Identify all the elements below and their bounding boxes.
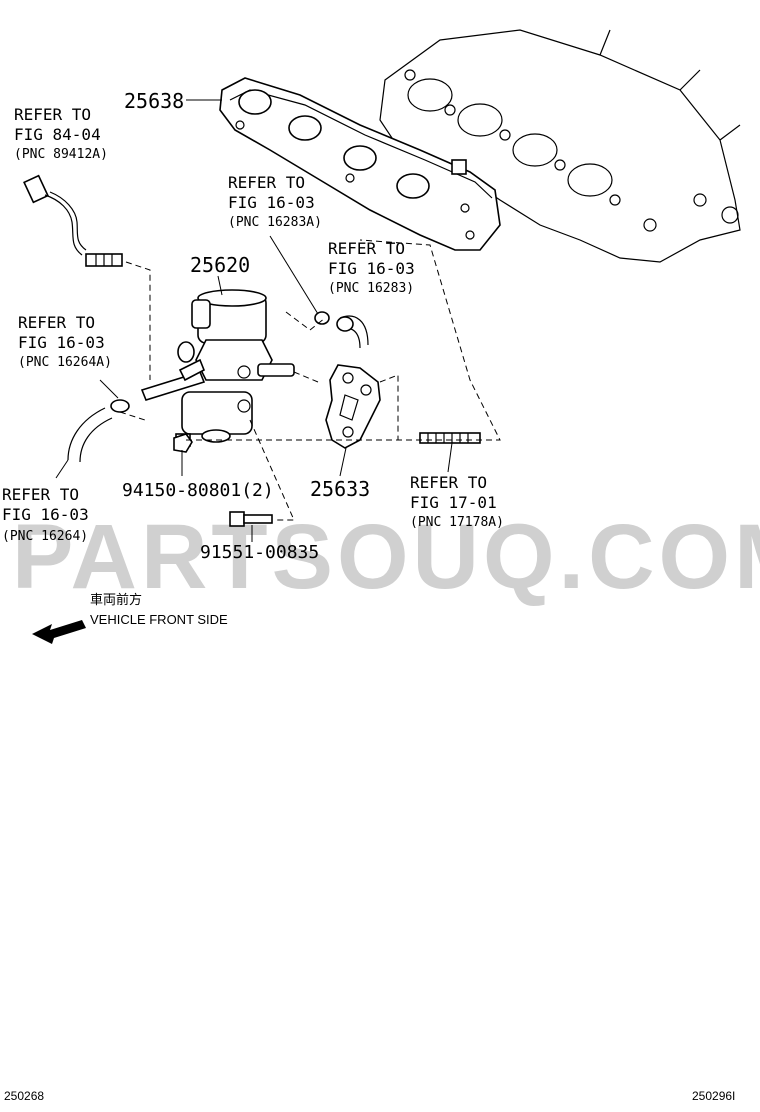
hose-right-drawing bbox=[314, 311, 369, 349]
egr-valve-25620 bbox=[175, 289, 295, 447]
ref-label-16283: REFER TO FIG 16-03 (PNC 16283) bbox=[328, 239, 415, 296]
nut-94150-drawing bbox=[173, 433, 193, 453]
part-label-25633: 25633 bbox=[310, 477, 370, 501]
bolt-91551-drawing bbox=[229, 511, 273, 527]
part-label-25638: 25638 bbox=[124, 89, 184, 113]
footer-code-right: 250296I bbox=[692, 1089, 735, 1103]
ref-pnc: (PNC 17178A) bbox=[410, 515, 504, 530]
part-label-94150: 94150-80801(2) bbox=[122, 480, 274, 501]
direction-jp-label: 車両前方 bbox=[90, 592, 142, 607]
ref-line1: REFER TO bbox=[328, 239, 405, 258]
gasket-25633 bbox=[325, 364, 381, 449]
leader-lines bbox=[55, 99, 453, 542]
ref-line2: FIG 16-03 bbox=[328, 259, 415, 278]
watermark: PARTSOUQ.COM bbox=[12, 506, 760, 608]
ref-label-17178a: REFER TO FIG 17-01 (PNC 17178A) bbox=[410, 473, 504, 530]
ref-line1: REFER TO bbox=[18, 313, 95, 332]
direction-en-label: VEHICLE FRONT SIDE bbox=[90, 612, 228, 627]
ref-line2: FIG 17-01 bbox=[410, 493, 497, 512]
ref-label-16283a: REFER TO FIG 16-03 (PNC 16283A) bbox=[228, 173, 322, 230]
arrow-left-icon bbox=[32, 620, 86, 644]
hose-left-drawing bbox=[67, 399, 130, 463]
egr-pipe-drawing bbox=[140, 358, 206, 401]
ref-pnc: (PNC 16283A) bbox=[228, 215, 322, 230]
part-label-91551: 91551-00835 bbox=[200, 542, 319, 563]
dashed-connection-lines bbox=[119, 239, 501, 521]
ref-line1: REFER TO bbox=[228, 173, 305, 192]
ref-line2: FIG 16-03 bbox=[228, 193, 315, 212]
ref-label-89412a: REFER TO FIG 84-04 (PNC 89412A) bbox=[14, 105, 108, 162]
ref-pnc: (PNC 16283) bbox=[328, 281, 414, 296]
ref-pnc: (PNC 89412A) bbox=[14, 147, 108, 162]
ref-label-16264a: REFER TO FIG 16-03 (PNC 16264A) bbox=[18, 313, 112, 370]
part-label-25620: 25620 bbox=[190, 253, 250, 277]
ref-line1: REFER TO bbox=[14, 105, 91, 124]
ref-line1: REFER TO bbox=[2, 485, 79, 504]
ref-pnc: (PNC 16264A) bbox=[18, 355, 112, 370]
ref-label-16264: REFER TO FIG 16-03 (PNC 16264) bbox=[2, 485, 89, 544]
stud-bolt-drawing bbox=[419, 432, 481, 444]
ref-line2: FIG 84-04 bbox=[14, 125, 101, 144]
ref-line2: FIG 16-03 bbox=[18, 333, 105, 352]
oxygen-sensor-drawing bbox=[23, 174, 123, 267]
ref-line2: FIG 16-03 bbox=[2, 505, 89, 524]
vehicle-front-indicator: 車両前方 VEHICLE FRONT SIDE bbox=[32, 592, 228, 644]
footer-code-left: 250268 bbox=[4, 1089, 44, 1103]
manifold-gasket-25638 bbox=[219, 77, 501, 251]
ref-pnc: (PNC 16264) bbox=[2, 529, 88, 544]
ref-line1: REFER TO bbox=[410, 473, 487, 492]
